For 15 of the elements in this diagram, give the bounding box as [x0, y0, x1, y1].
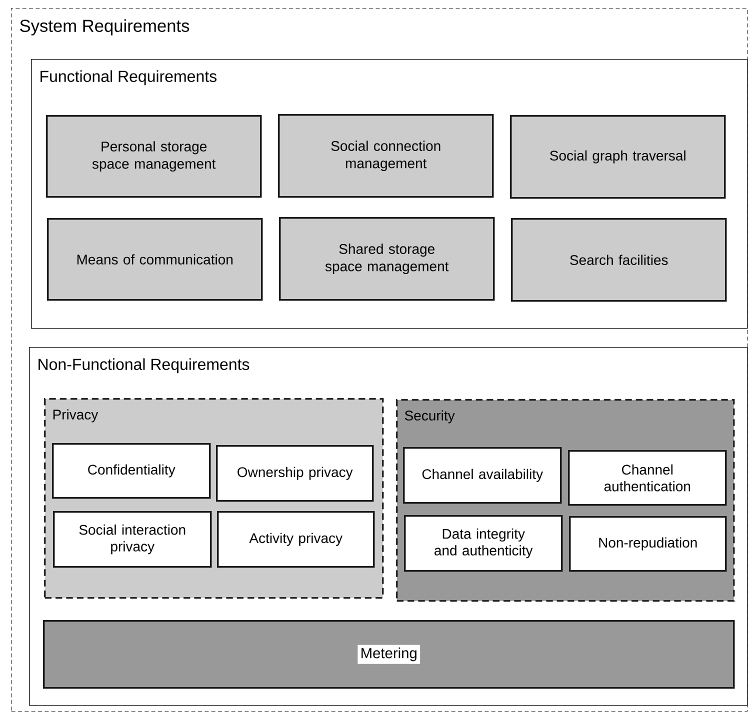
- function-box: Social graph traversal: [510, 115, 726, 199]
- requirement-box: Data integrity and authenticity: [404, 515, 563, 572]
- requirement-box: Channel authentication: [568, 450, 727, 506]
- requirement-box: Social interaction privacy: [53, 511, 212, 568]
- requirement-box: Non-repudiation: [569, 516, 727, 572]
- function-box: Means of communication: [47, 218, 263, 301]
- requirement-box: Activity privacy: [217, 511, 375, 568]
- metering-bar: Metering: [43, 620, 735, 689]
- function-box: Shared storage space management: [279, 217, 495, 301]
- function-box: Search facilities: [511, 218, 727, 302]
- function-box: Social connection management: [278, 114, 494, 198]
- requirement-box: Channel availability: [403, 447, 562, 504]
- function-box: Personal storage space management: [46, 115, 262, 198]
- requirement-box: Confidentiality: [52, 443, 211, 499]
- requirement-box: Ownership privacy: [216, 445, 374, 502]
